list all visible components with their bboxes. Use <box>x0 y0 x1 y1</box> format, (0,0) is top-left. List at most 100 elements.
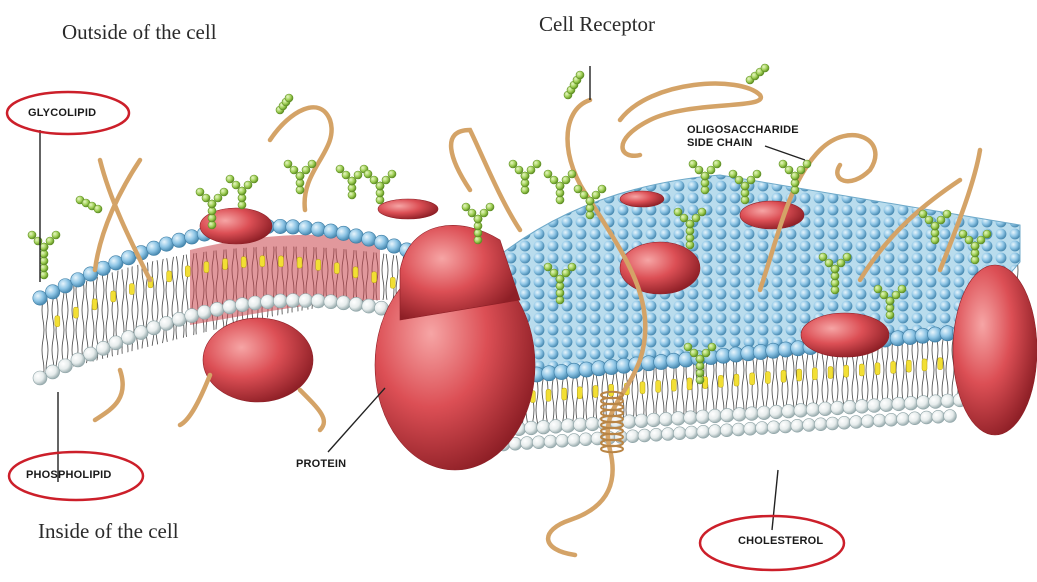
sugar-bead <box>686 220 694 228</box>
phospholipid-head <box>709 425 722 438</box>
phospholipid-head <box>324 295 338 309</box>
sugar-bead <box>354 171 362 179</box>
cholesterol <box>204 262 209 273</box>
phospholipid-head <box>109 256 123 270</box>
sugar-bead <box>837 259 845 267</box>
phospholipid-head <box>349 297 363 311</box>
cholesterol <box>260 256 265 267</box>
phospholipid-head <box>387 239 401 253</box>
phospholipid-head <box>134 326 148 340</box>
cholesterol <box>241 257 246 268</box>
phospholipid-head <box>779 420 792 433</box>
phospholipid-head <box>311 222 325 236</box>
phospholipid-head <box>622 415 636 429</box>
cholesterol <box>640 382 645 394</box>
sugar-bead <box>244 181 252 189</box>
phospholipid-head <box>122 331 136 345</box>
phospholipid-head <box>791 419 804 432</box>
sugar-bead <box>568 263 576 271</box>
sugar-bead <box>521 172 529 180</box>
sugar-bead <box>509 160 517 168</box>
cholesterol <box>167 271 172 282</box>
cholesterol <box>797 369 802 381</box>
sugar-bead <box>977 236 985 244</box>
sugar-bead <box>971 242 979 250</box>
phospholipid-head <box>850 416 863 429</box>
cholesterol <box>593 386 598 398</box>
cholesterol <box>278 256 283 267</box>
phospholipid-head <box>671 412 685 426</box>
sugar-bead <box>533 160 541 168</box>
phospholipid-head <box>568 434 581 447</box>
sugar-bead <box>785 166 793 174</box>
sugar-bead <box>919 210 927 218</box>
phospholipid-head <box>197 305 211 319</box>
sugar-bead <box>674 208 682 216</box>
phospholipid-label: PHOSPHOLIPID <box>26 469 112 482</box>
sugar-bead <box>937 216 945 224</box>
sugar-bead <box>892 291 900 299</box>
sugar-bead <box>290 166 298 174</box>
oligosaccharide-side-chain-label: OLIGOSACCHARIDE SIDE CHAIN <box>687 124 799 150</box>
cholesterol <box>781 370 786 382</box>
cholesterol <box>390 277 395 288</box>
phospholipid-head <box>745 407 759 421</box>
cholesterol <box>185 266 190 277</box>
phospholipid-head <box>121 250 135 264</box>
sugar-bead <box>580 191 588 199</box>
outside-cell-label: Outside of the cell <box>62 20 217 45</box>
phospholipid-head <box>744 422 757 435</box>
cholesterol <box>875 363 880 375</box>
sugar-bead <box>376 182 384 190</box>
phospholipid-head <box>826 417 839 430</box>
cholesterol <box>671 379 676 391</box>
phospholipid-head <box>298 221 312 235</box>
cholesterol <box>546 389 551 401</box>
phospholipid-head <box>782 404 796 418</box>
phospholipid-head <box>235 298 249 312</box>
phospholipid-head <box>261 295 275 309</box>
phospholipid-head <box>521 437 534 450</box>
sugar-bead <box>480 209 488 217</box>
sugar-bead <box>586 197 594 205</box>
phospholipid-head <box>794 404 808 418</box>
cholesterol <box>129 284 134 295</box>
phospholipid-head <box>892 397 906 411</box>
phospholipid-head <box>147 241 161 255</box>
cholesterol <box>891 361 896 373</box>
phospholipid-head <box>650 428 663 441</box>
phospholipid-head <box>880 398 894 412</box>
phospholipid-head <box>696 410 710 424</box>
phospholipid-head <box>185 230 199 244</box>
sugar-bead <box>735 176 743 184</box>
phospholipid-head <box>311 294 325 308</box>
phospholipid-head <box>767 421 780 434</box>
sugar-bead <box>515 166 523 174</box>
phospholipid-head <box>586 417 600 431</box>
phospholipid-head <box>362 232 376 246</box>
sugar-bead <box>779 160 787 168</box>
sugar-bead <box>28 231 36 239</box>
sugar-bead <box>874 285 882 293</box>
phospholipid-head <box>638 429 651 442</box>
sugar-bead <box>741 182 749 190</box>
sugar-bead <box>474 215 482 223</box>
cholesterol <box>938 358 943 370</box>
phospholipid-head <box>286 220 300 234</box>
phospholipid-head <box>769 405 783 419</box>
cholesterol <box>812 368 817 380</box>
cholesterol <box>687 378 692 390</box>
sugar-bead <box>214 194 222 202</box>
sugar-bead <box>701 172 709 180</box>
phospholipid-head <box>941 394 955 408</box>
sugar-bead <box>208 200 216 208</box>
sugar-bead <box>943 210 951 218</box>
sugar-bead <box>250 175 258 183</box>
sugar-bead <box>238 187 246 195</box>
phospholipid-head <box>838 416 851 429</box>
phospholipid-head <box>831 401 845 415</box>
sugar-bead <box>843 253 851 261</box>
protein-strand <box>270 107 332 210</box>
cholesterol <box>828 367 833 379</box>
phospholipid-head <box>96 341 110 355</box>
